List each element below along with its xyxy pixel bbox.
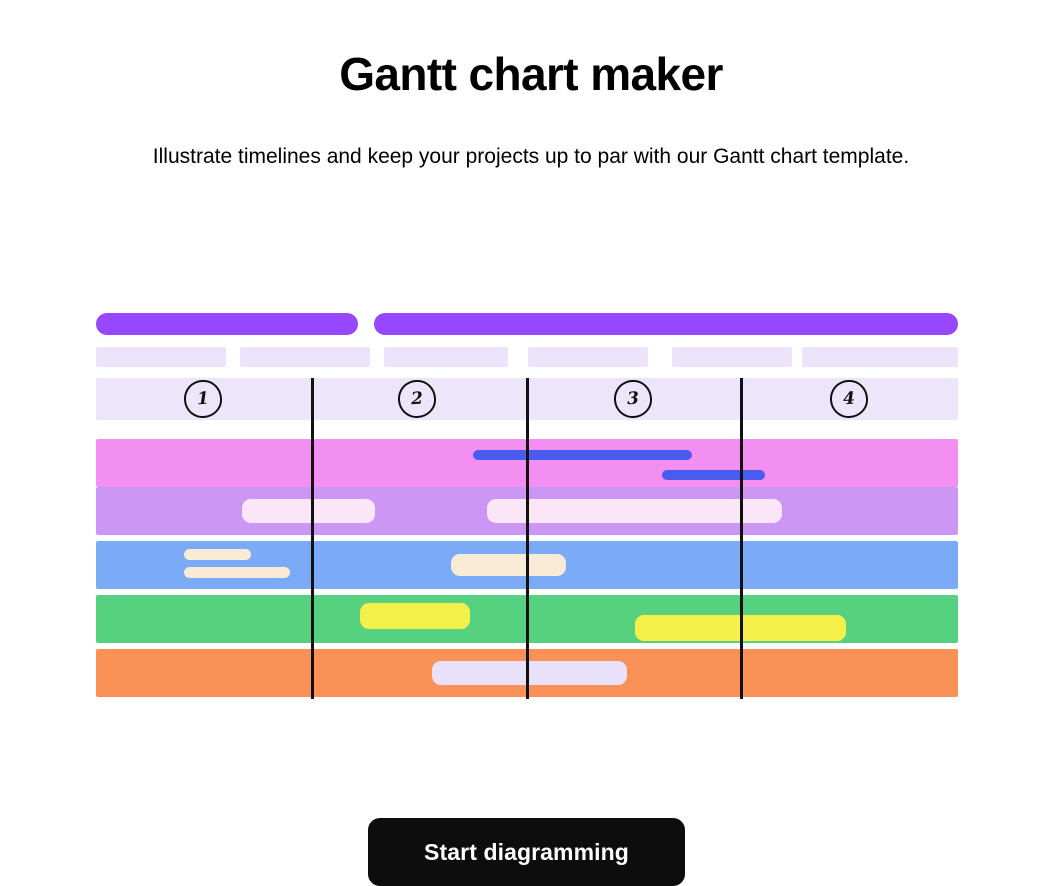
phase-bar-left: [96, 313, 358, 335]
segment-block-row: [96, 347, 958, 367]
segment-block: [240, 347, 370, 367]
task-lavender-1: [432, 661, 627, 685]
task-cream-3: [451, 554, 566, 576]
page-subtitle: Illustrate timelines and keep your proje…: [152, 145, 910, 168]
page-title: Gantt chart maker: [339, 47, 723, 100]
task-pink-1: [242, 499, 375, 523]
task-yellow-1: [360, 603, 470, 629]
segment-block: [528, 347, 648, 367]
gantt-chart-illustration: 1 2 3 4: [96, 313, 958, 699]
segment-block: [384, 347, 508, 367]
segment-block: [672, 347, 792, 367]
task-pink-2: [487, 499, 782, 523]
task-blue-2: [662, 470, 765, 480]
phase-header-row: [96, 313, 958, 335]
start-diagramming-button[interactable]: Start diagramming: [368, 818, 685, 886]
timeline-divider-2: [526, 378, 529, 699]
milestone-marker-3: 3: [613, 379, 653, 419]
segment-block: [802, 347, 958, 367]
task-cream-2: [184, 567, 290, 578]
timeline-divider-1: [311, 378, 314, 699]
milestone-marker-2: 2: [397, 379, 437, 419]
phase-bar-right: [374, 313, 958, 335]
task-blue-1: [473, 450, 692, 460]
task-cream-1: [184, 549, 251, 560]
timeline-divider-3: [740, 378, 743, 699]
segment-block: [96, 347, 226, 367]
milestone-marker-1: 1: [183, 379, 223, 419]
milestone-marker-4: 4: [829, 379, 869, 419]
